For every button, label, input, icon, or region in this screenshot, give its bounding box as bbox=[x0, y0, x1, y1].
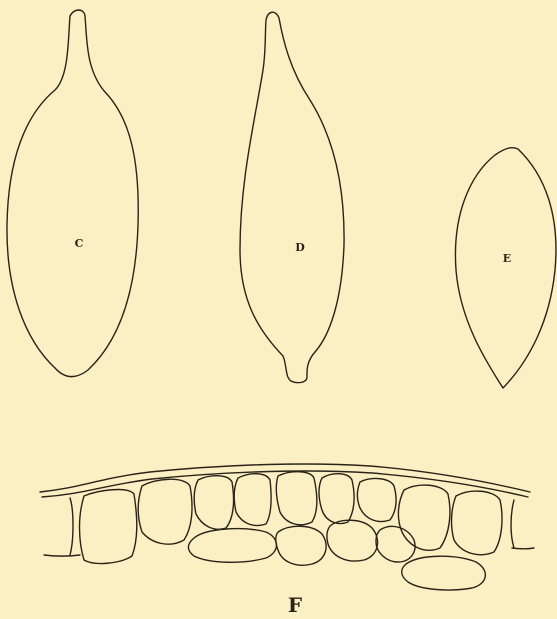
figure-f-right-end bbox=[511, 500, 514, 548]
figure-f: F bbox=[40, 464, 534, 617]
figure-d-outline bbox=[240, 12, 344, 382]
figure-f-left-end bbox=[70, 498, 73, 555]
cell bbox=[276, 526, 326, 565]
figure-f-upper-surface bbox=[40, 464, 530, 492]
figure-c: C bbox=[7, 10, 138, 377]
cell bbox=[138, 479, 192, 544]
cell bbox=[398, 485, 450, 550]
cell bbox=[357, 479, 396, 522]
cell bbox=[327, 520, 378, 561]
cell bbox=[188, 529, 276, 563]
figure-f-cells bbox=[80, 472, 503, 564]
figure-e: E bbox=[455, 148, 556, 388]
figure-c-label: C bbox=[75, 237, 84, 250]
cell bbox=[452, 491, 502, 555]
figure-e-label: E bbox=[503, 252, 511, 265]
figure-d-label: D bbox=[295, 241, 305, 254]
figure-f-lower-surface-right bbox=[512, 548, 534, 549]
figure-f-label: F bbox=[288, 593, 302, 617]
cell bbox=[376, 526, 415, 562]
cell bbox=[402, 556, 486, 590]
figure-f-upper-surface-inner bbox=[42, 471, 528, 497]
cell bbox=[234, 474, 271, 526]
figure-f-lower-surface bbox=[44, 555, 80, 556]
figure-c-outline bbox=[7, 10, 138, 377]
cell bbox=[319, 474, 354, 524]
cell bbox=[194, 476, 233, 530]
figure-f-lower-cells bbox=[188, 520, 485, 590]
cell bbox=[80, 490, 137, 564]
figure-d: D bbox=[240, 12, 344, 382]
cell bbox=[276, 472, 317, 525]
figure-e-outline bbox=[455, 148, 556, 388]
